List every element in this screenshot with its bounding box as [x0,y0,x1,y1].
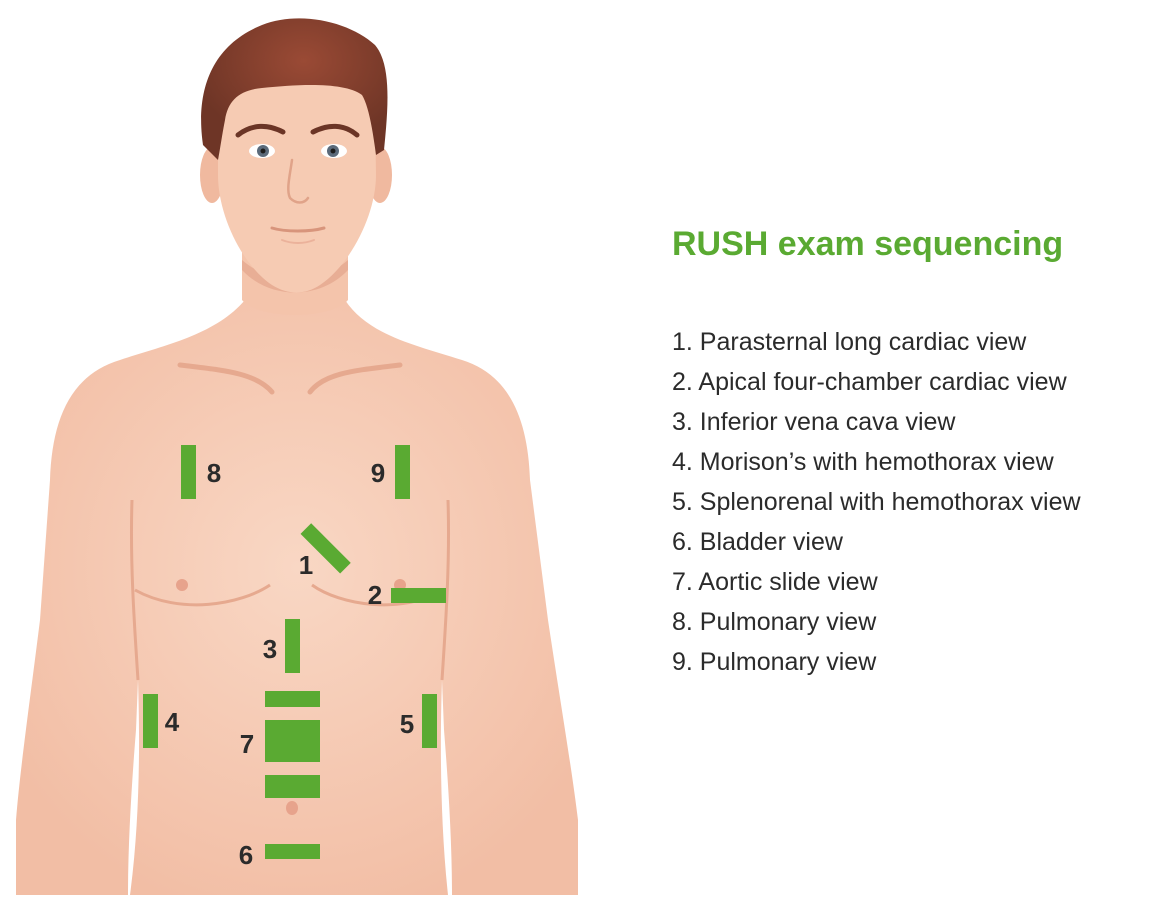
legend-list: 1. Parasternal long cardiac view 2. Apic… [672,322,1172,682]
navel [286,801,298,815]
probe-6-marker [265,844,320,859]
probe-2-label: 2 [368,580,382,610]
legend-item: 8. Pulmonary view [672,608,877,636]
legend-item: 9. Pulmonary view [672,648,877,676]
mouth [270,226,326,233]
probe-9-label: 9 [371,458,385,488]
right-eyebrow [310,123,360,138]
probe-3-marker [285,619,300,673]
right-arm-crease [440,499,451,681]
human-torso-icon: 8 9 1 2 3 4 5 7 [16,18,578,895]
right-pupil [330,148,336,154]
legend-panel: RUSH exam sequencing 1. Parasternal long… [672,222,1172,682]
torso-figure: 8 9 1 2 3 4 5 7 [16,18,578,895]
probe-5-label: 5 [400,709,414,739]
probe-1-marker [300,523,351,574]
probe-2-marker [391,588,446,603]
probe-markers: 8 9 1 2 3 4 5 7 [143,445,446,870]
legend-item: 6. Bladder view [672,528,843,556]
left-eyebrow [235,123,286,138]
left-pupil [260,148,266,154]
probe-4-label: 4 [165,707,180,737]
neck-shadow [242,260,348,293]
head [218,45,376,293]
legend-item: 5. Splenorenal with hemothorax view [672,488,1081,516]
probe-5-marker [422,694,437,748]
legend-title: RUSH exam sequencing [672,225,1064,263]
legend-item: 7. Aortic slide view [672,568,878,596]
probe-8-label: 8 [207,458,221,488]
probe-4-marker [143,694,158,748]
probe-9-marker [395,445,410,499]
hair [201,18,388,161]
probe-6-label: 6 [239,840,253,870]
probe-7-marker [265,691,320,798]
probe-7-label: 7 [240,729,254,759]
lower-lip [281,239,315,244]
legend-item: 4. Morison’s with hemothorax view [672,448,1054,476]
legend-item: 2. Apical four-chamber cardiac view [672,368,1067,396]
nose [287,158,310,204]
left-pectoral-line [134,583,271,607]
left-nipple [176,579,188,591]
legend-item: 3. Inferior vena cava view [672,408,956,436]
right-collarbone [307,362,403,395]
probe-3-label: 3 [263,634,277,664]
probe-1-label: 1 [299,550,313,580]
left-collarbone [177,362,275,395]
probe-8-marker [181,445,196,499]
legend-item: 1. Parasternal long cardiac view [672,328,1027,356]
left-arm-crease [129,499,140,681]
